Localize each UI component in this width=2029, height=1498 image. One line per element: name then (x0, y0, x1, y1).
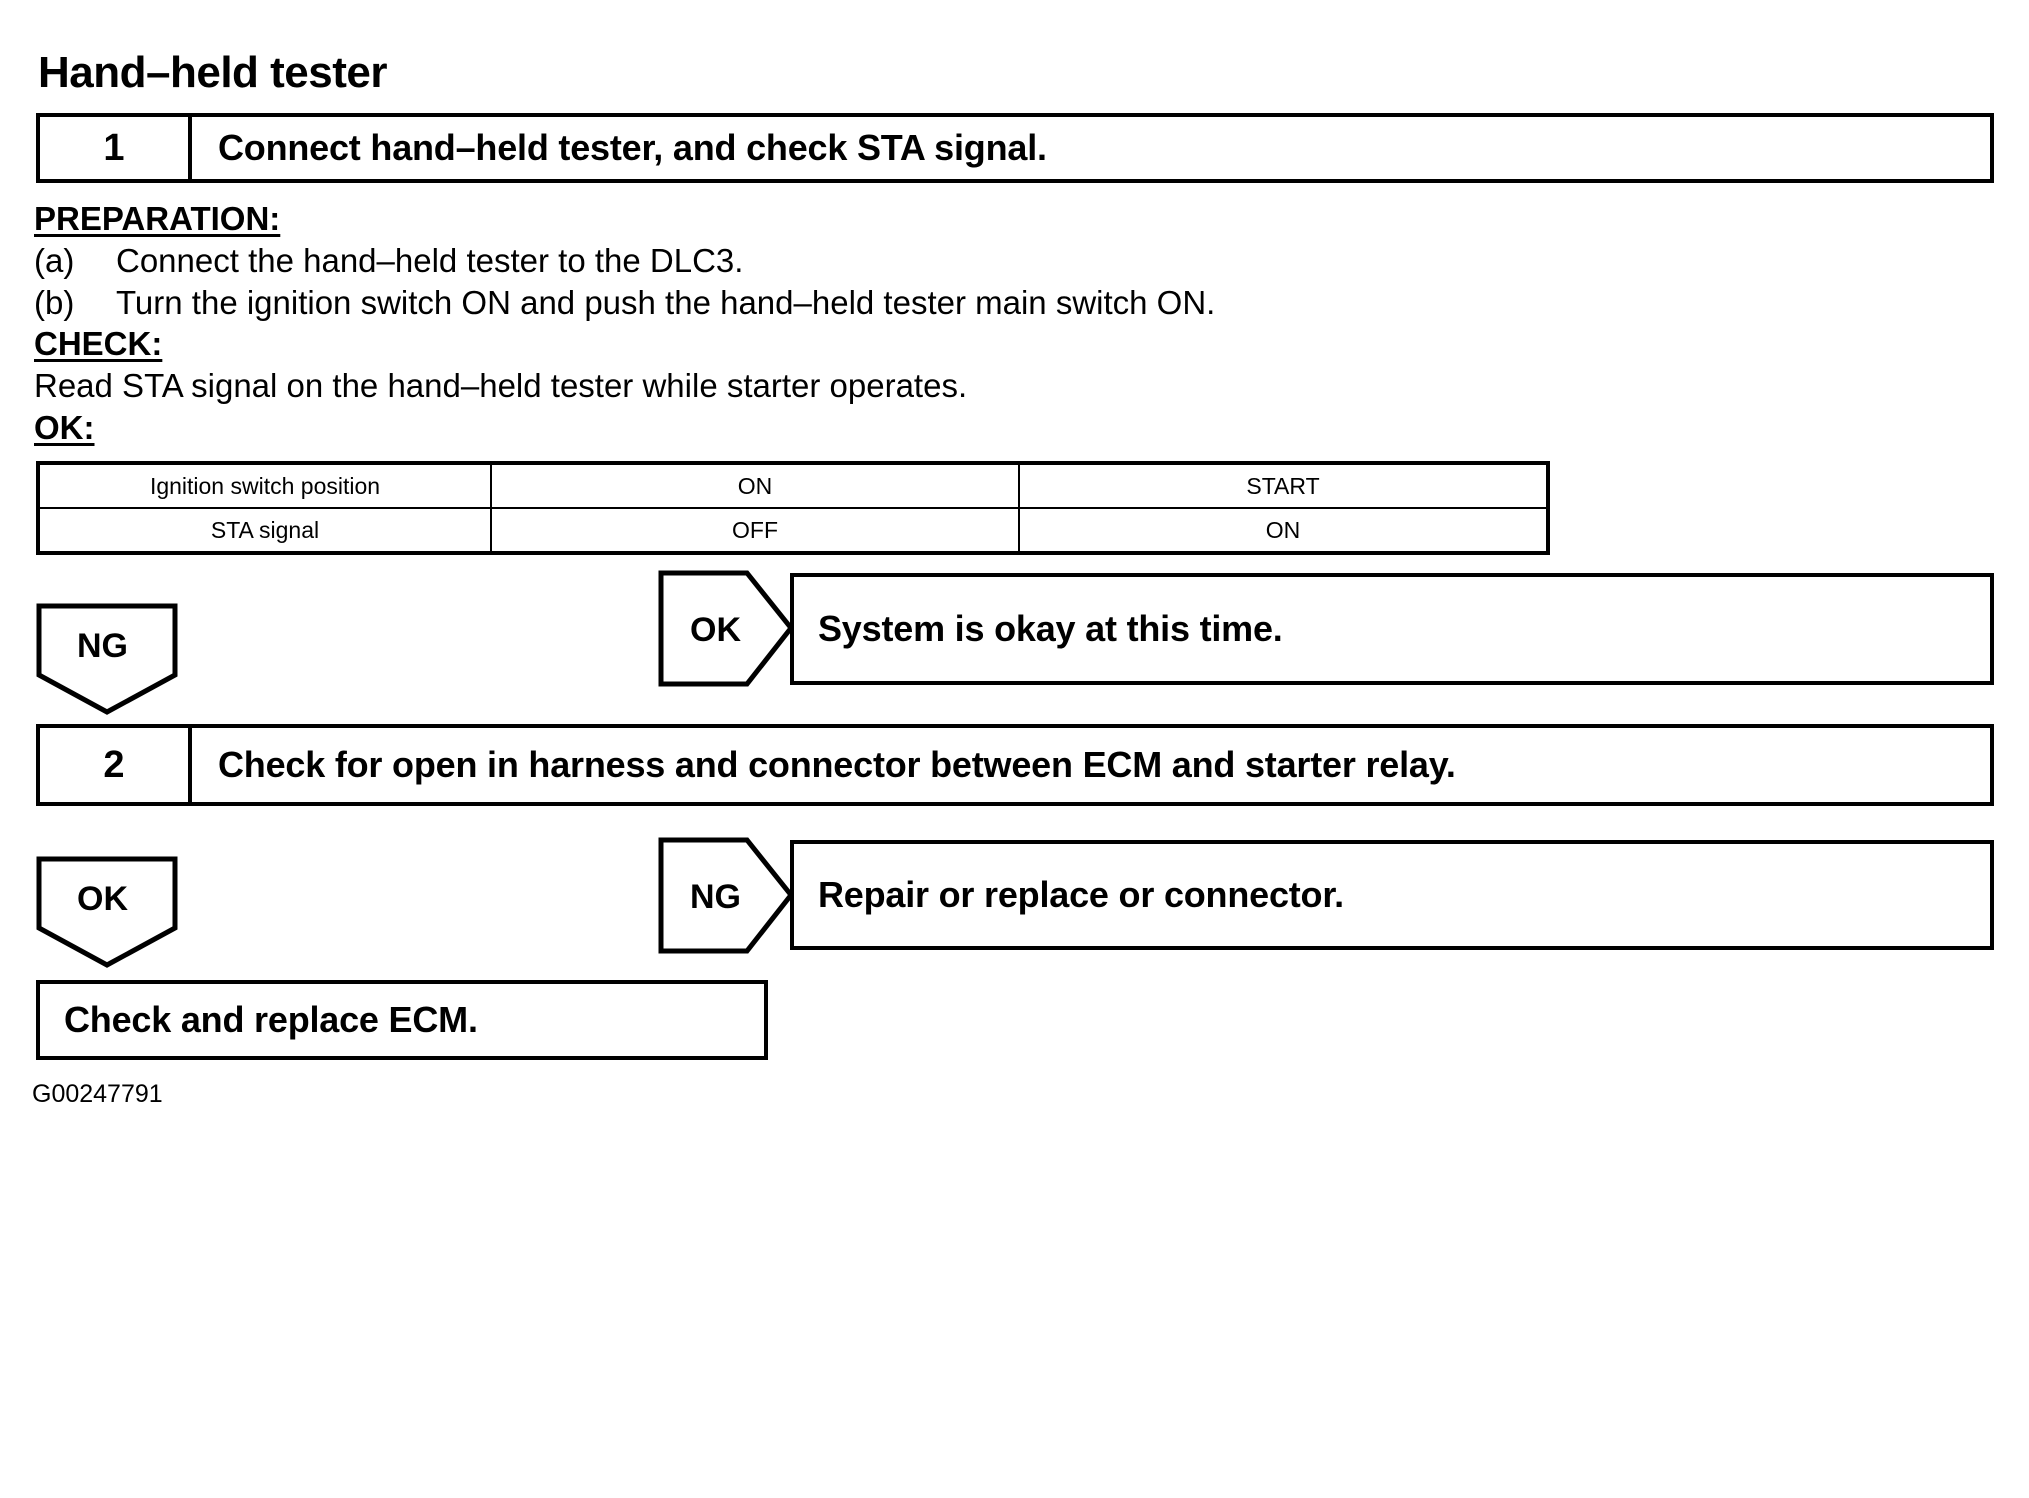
table-cell-row-header: Ignition switch position (36, 461, 492, 509)
ok-down-arrow-icon (36, 856, 178, 968)
ok-right-arrow-icon (658, 570, 794, 687)
table-cell-value: START (1018, 461, 1550, 509)
ng-result-box-2: Repair or replace or connector. (790, 840, 1994, 950)
table-cell-value: OFF (490, 507, 1020, 555)
check-label: CHECK: (34, 325, 163, 362)
figure-id: G00247791 (32, 1080, 163, 1108)
step-2-number: 2 (40, 728, 192, 802)
check-text: Read STA signal on the hand–held tester … (34, 367, 968, 404)
step-1-text: Connect hand–held tester, and check STA … (218, 127, 1047, 168)
specification-table: Ignition switch position ON START STA si… (36, 461, 1550, 555)
ok-label: OK: (34, 409, 95, 446)
page-title: Hand–held tester (38, 48, 387, 97)
final-action-box: Check and replace ECM. (36, 980, 768, 1060)
step-1-box: 1 Connect hand–held tester, and check ST… (36, 113, 1994, 183)
ng-down-arrow-icon (36, 603, 178, 715)
preparation-item-a-text: Connect the hand–held tester to the DLC3… (116, 242, 744, 279)
table-row: STA signal OFF ON (36, 507, 1550, 555)
preparation-item-b-text: Turn the ignition switch ON and push the… (116, 284, 1216, 321)
table-row: Ignition switch position ON START (36, 461, 1550, 509)
table-cell-value: ON (1018, 507, 1550, 555)
ok-result-box-1: System is okay at this time. (790, 573, 1994, 685)
ng-right-arrow-icon (658, 837, 794, 954)
step-1-number: 1 (40, 117, 192, 179)
preparation-item-a-marker: (a) (34, 242, 75, 279)
step-2-box: 2 Check for open in harness and connecto… (36, 724, 1994, 806)
table-cell-value: ON (490, 461, 1020, 509)
preparation-label: PREPARATION: (34, 200, 281, 237)
preparation-item-b-marker: (b) (34, 284, 75, 321)
step-2-text: Check for open in harness and connector … (218, 744, 1456, 785)
table-cell-row-header: STA signal (36, 507, 492, 555)
